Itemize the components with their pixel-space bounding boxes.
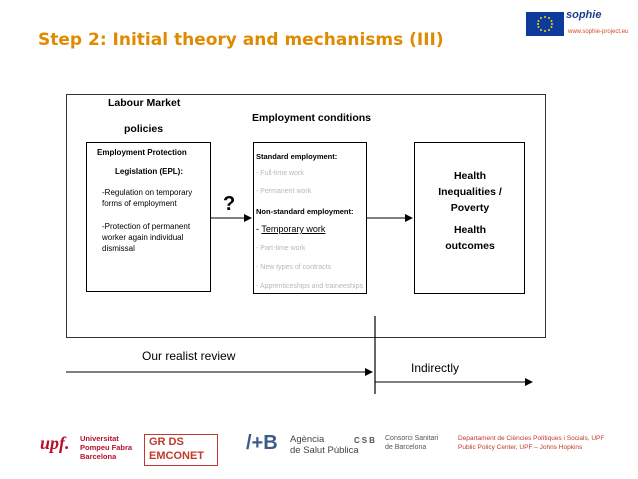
apprenticeships: - Apprenticeships and traineeships [256,283,364,290]
upf-line-2: Pompeu Fabra [80,443,133,452]
epl-item-1-line-1: -Regulation on temporary [102,188,193,197]
parttime-work: - Part-time work [256,245,306,252]
labour-market-label: Labour Market [108,97,181,109]
epl-item-2-line-2: worker again individual [102,233,184,242]
csb-line-2: de Barcelona [385,444,427,451]
employment-conditions-label: Employment conditions [252,112,372,124]
asp-logo-icon: /+B [246,432,278,454]
epl-item-1-line-2: forms of employment [102,199,177,208]
fulltime-work: - Full-time work [256,170,304,177]
temporary-work: - Temporary work [256,224,325,234]
health-line-3: Poverty [450,202,490,214]
standard-employment: Standard employment: [256,152,338,161]
nonstandard-employment: Non-standard employment: [256,207,354,216]
eu-flag-icon [526,12,564,36]
health-box [414,142,525,294]
permanent-work: - Permanent work [256,188,312,195]
asp-line-1: Agència [290,434,325,445]
epl-item-2: -Protection of permanent worker again in… [102,221,190,254]
epl-item-2-line-3: dismissal [102,244,135,253]
csb-logo-icon: CSB [354,436,377,445]
labour-market-label-2: policies [124,123,164,135]
health-inequalities: Health Inequalities / Poverty [420,168,520,216]
greds-logo: GR DS EMCONET [144,434,218,466]
health-outcomes-line-2: outcomes [445,240,495,252]
employment-conditions-box [253,142,367,294]
csb-line-1: Consorci Sanitari [385,435,439,442]
our-realist-review: Our realist review [142,349,236,363]
health-line-1: Health [453,170,487,182]
department-name: Departament de Ciències Polítiques i Soc… [458,434,604,452]
dep-line-2: Public Policy Center, UPF – Johns Hopkin… [458,444,583,451]
health-outcomes-line-1: Health [453,224,487,236]
asp-line-2: de Salut Pública [290,445,359,456]
sophie-url: www.sophie-project.eu [568,29,629,35]
indirectly-label: Indirectly [411,361,460,375]
epl-title-2: Legislation (EPL): [115,167,183,176]
dep-line-1: Departament de Ciències Polítiques i Soc… [458,435,605,442]
upf-logo-icon: upf. [40,433,70,453]
csb-name: Consorci Sanitari de Barcelona [385,434,438,452]
asp-name: Agència de Salut Pública [290,434,359,456]
temporary-work-prefix: - [256,224,262,234]
greds-line-2: EMCONET [149,450,204,462]
sophie-logo: sophie [566,9,602,21]
epl-title: Employment Protection [97,148,187,157]
epl-item-1: -Regulation on temporary forms of employ… [102,187,192,209]
health-line-2: Inequalities / [438,186,502,198]
labour-market-frame [66,94,546,338]
slide-title: Step 2: Initial theory and mechanisms (I… [38,30,444,50]
upf-line-1: Universitat [80,434,119,443]
upf-name: Universitat Pompeu Fabra Barcelona [80,434,132,461]
greds-line-1: GR DS [149,436,184,448]
epl-item-2-line-1: -Protection of permanent [102,222,191,231]
upf-line-3: Barcelona [80,452,117,461]
new-contracts: - New types of contracts [256,264,332,271]
health-outcomes: Health outcomes [420,222,520,254]
epl-box [86,142,211,292]
question-mark: ? [223,193,236,215]
temporary-work-label: Temporary work [261,224,326,234]
